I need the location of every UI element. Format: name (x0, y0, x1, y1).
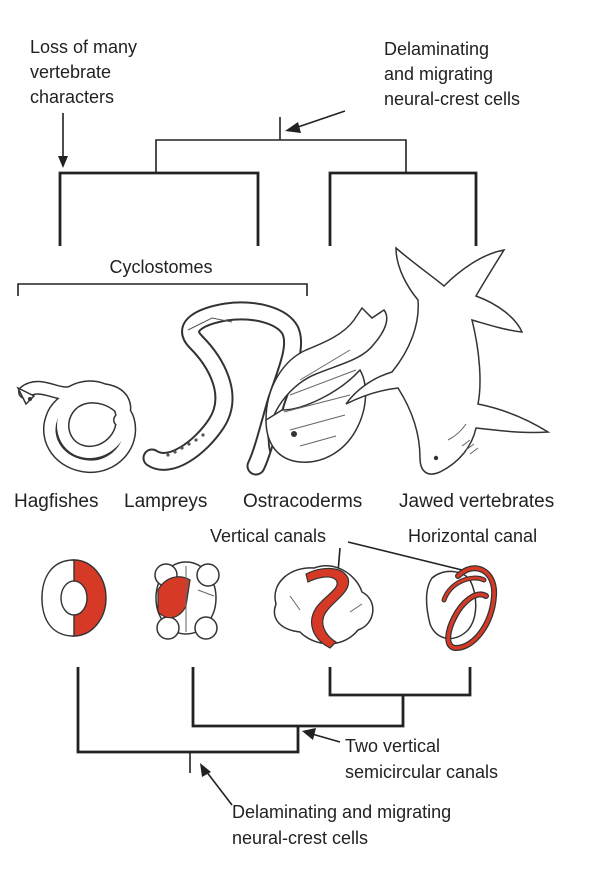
loss-arrowhead (58, 156, 68, 168)
two-vertical-label-line1: Two vertical (345, 736, 440, 756)
vertical-canals-label: Vertical canals (210, 526, 326, 546)
cyclostomes-bracket (18, 284, 307, 296)
jawed-ostracoderm-node (330, 667, 470, 695)
top-tree (58, 111, 476, 246)
root-split-top (156, 140, 406, 172)
two-vertical-arrow (312, 734, 340, 742)
top-crest-label-line2: and migrating (384, 64, 493, 84)
inner-ear-hagfish (42, 560, 106, 636)
top-crest-label-line3: neural-crest cells (384, 89, 520, 109)
two-vertical-label-line2: semicircular canals (345, 762, 498, 782)
canal-pointer-line (348, 542, 462, 570)
cyclostome-branch (60, 173, 258, 246)
inner-ear-lamprey (155, 562, 219, 639)
taxon-jawed-vertebrates: Jawed vertebrates (399, 491, 554, 512)
top-crest-label-line1: Delaminating (384, 39, 489, 59)
gnathostome-branch (330, 173, 476, 246)
bottom-crest-arrow (206, 771, 232, 805)
top-crest-arrowhead (285, 122, 301, 133)
bottom-crest-label-line2: neural-crest cells (232, 828, 368, 848)
lamprey-node (193, 667, 403, 726)
hagfish-drawing (18, 387, 129, 466)
top-crest-arrow (295, 111, 345, 128)
taxon-lampreys: Lampreys (124, 491, 207, 512)
inner-ear-jawed (427, 568, 495, 648)
horizontal-canal-label: Horizontal canal (408, 526, 537, 546)
loss-label-line2: vertebrate (30, 62, 111, 82)
loss-label-line1: Loss of many (30, 37, 137, 57)
two-vertical-arrowhead (302, 728, 316, 740)
bottom-crest-label-line1: Delaminating and migrating (232, 802, 451, 822)
cyclostomes-label: Cyclostomes (109, 257, 212, 277)
shark-drawing (346, 248, 548, 474)
inner-ear-ostracoderm (274, 566, 372, 648)
hagfish-node (78, 667, 298, 752)
taxon-ostracoderms: Ostracoderms (243, 491, 362, 512)
loss-label-line3: characters (30, 87, 114, 107)
taxon-hagfishes: Hagfishes (14, 491, 99, 512)
